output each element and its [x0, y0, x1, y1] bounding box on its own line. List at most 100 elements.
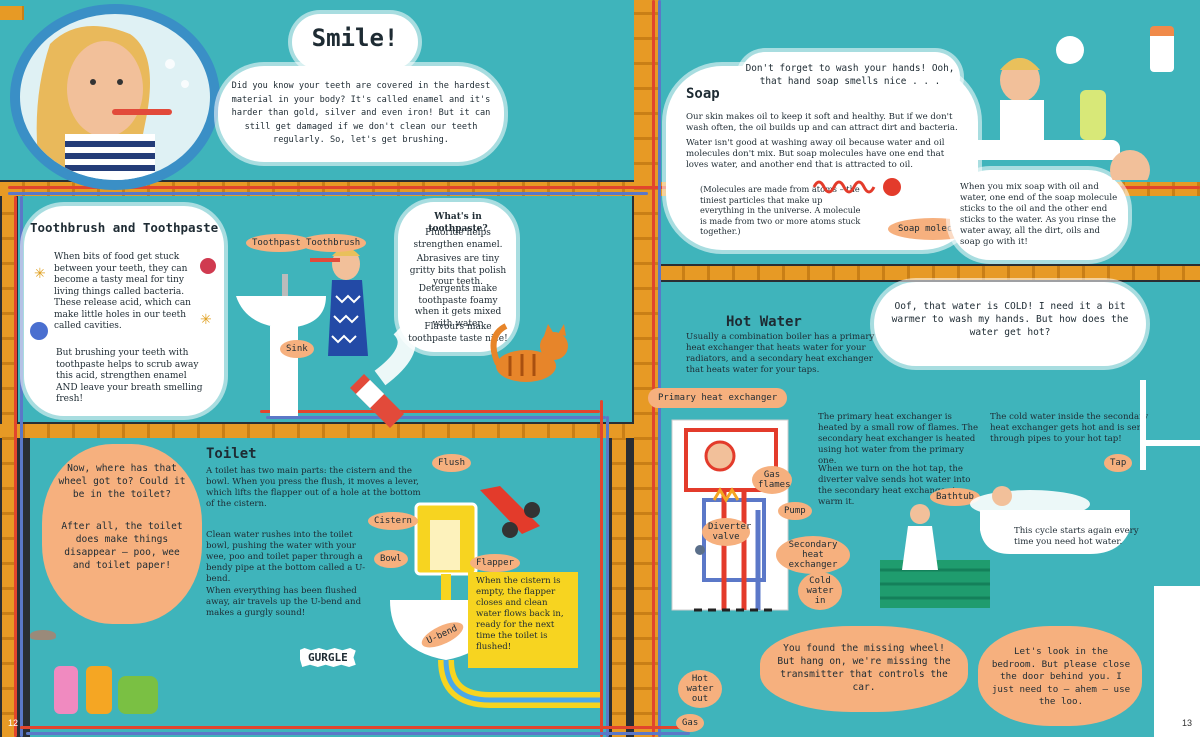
- pipe: [0, 6, 24, 20]
- hotwater-p1: The primary heat exchanger is heated by …: [818, 412, 979, 466]
- toilet-p1: A toilet has two main parts: the cistern…: [206, 466, 421, 509]
- soap-bottle-icon: [1150, 26, 1174, 72]
- toothpaste-cloud: [398, 202, 516, 352]
- label-hot-water-out: Hot water out: [678, 670, 722, 708]
- cat-illustration: [490, 323, 568, 382]
- mouse-icon: [30, 630, 56, 640]
- label-pump: Pump: [778, 502, 812, 520]
- found-wheel-bubble: [760, 626, 968, 712]
- toilet-title: Toilet: [206, 446, 257, 462]
- cold-wire: [658, 0, 661, 737]
- label-flapper: Flapper: [470, 554, 520, 572]
- toilet-speech-2: After all, the toilet does make things d…: [61, 521, 183, 571]
- soap-molecule-icon: [812, 178, 901, 196]
- toothpaste-detergents: Detergents make toothpaste foamy when it…: [414, 284, 502, 329]
- soap-title: Soap: [686, 86, 720, 102]
- boy-at-sink-illustration: [236, 248, 368, 416]
- label-tap: Tap: [1104, 454, 1133, 472]
- soap-p1: Our skin makes oil to keep it soft and h…: [686, 112, 958, 133]
- label-bowl: Bowl: [374, 550, 408, 568]
- label-secondary-heat-exchanger: Secondary heat exchanger: [776, 536, 850, 574]
- toothpaste-fluoride: Fluoride helps strengthen enamel.: [413, 228, 503, 250]
- label-flush: Flush: [432, 454, 472, 472]
- label-gas-flames: Gas flames: [752, 466, 792, 494]
- toilet-p3: When everything has been flushed away, a…: [206, 586, 362, 618]
- pipe: [660, 266, 1200, 280]
- soap-speech: Don't forget to wash your hands! Ooh, th…: [745, 63, 955, 87]
- toothbrush-cloud: [24, 206, 224, 416]
- toothbrush-p2: But brushing your teeth with toothpaste …: [56, 348, 203, 404]
- hot-wire: [652, 0, 655, 737]
- hotwater-intro: Usually a combination boiler has a prima…: [686, 332, 875, 375]
- soap-mix: When you mix soap with oil and water, on…: [960, 182, 1118, 247]
- bacteria-icon: [30, 322, 48, 340]
- pipe: [634, 0, 648, 737]
- toothpaste-heading: What's in toothpaste?: [428, 212, 488, 234]
- bacteria-icon: ✳: [200, 312, 212, 328]
- boiler-illustration: [671, 419, 789, 612]
- label-bathtub: Bathtub: [930, 488, 980, 506]
- bacteria-icon: [200, 258, 216, 274]
- hot-wire: [600, 400, 603, 737]
- label-toothpaste: Toothpaste: [246, 234, 313, 252]
- page-number-left: 12: [8, 718, 19, 728]
- soap-speech-cloud: [740, 52, 960, 102]
- bedroom-text: Let's look in the bedroom. But please cl…: [991, 646, 1131, 707]
- hot-wire: [14, 196, 17, 737]
- pipe: [612, 438, 626, 737]
- page-number-right: 13: [1182, 718, 1193, 728]
- girl-brushing-illustration: [36, 26, 189, 180]
- toothpaste-flavours: Flavours make toothpaste taste nice!: [408, 322, 508, 344]
- hot-wire: [8, 186, 1200, 189]
- hot-wire: [20, 726, 690, 729]
- hotwater-p2: When we turn on the hot tap, the diverte…: [818, 464, 971, 507]
- shower-pipe: [1140, 380, 1146, 470]
- toothbrush-title: Toothbrush and Toothpaste: [30, 220, 219, 235]
- flapper-text: When the cistern is empty, the flapper c…: [476, 576, 564, 652]
- smile-body: Did you know your teeth are covered in t…: [231, 81, 491, 145]
- toilet-speech-1: Now, where has that wheel got to? Could …: [58, 463, 186, 500]
- found-wheel-text: You found the missing wheel! But hang on…: [777, 643, 951, 693]
- label-toothbrush: Toothbrush: [300, 234, 367, 252]
- toilet-speech-bubble: [42, 444, 202, 624]
- label-diverter-valve: Diverter valve: [702, 518, 751, 546]
- label-cistern: Cistern: [368, 512, 418, 530]
- bottle-icon: [118, 676, 158, 714]
- toilet-p2: Clean water rushes into the toilet bowl,…: [206, 530, 366, 584]
- label-sink: Sink: [280, 340, 314, 358]
- soap-p2: Water isn't good at washing away oil bec…: [686, 138, 945, 170]
- hot-wire: [260, 410, 600, 413]
- mirror-portrait: [10, 4, 220, 190]
- cold-wire: [606, 416, 609, 737]
- bacteria-icon: ✳: [34, 266, 46, 282]
- boy-washing-hands-illustration: [970, 36, 1150, 180]
- cold-wire: [8, 192, 648, 195]
- bedroom-bubble: [978, 626, 1142, 726]
- label-gas: Gas: [676, 714, 705, 732]
- label-primary-heat-exchanger: Primary heat exchanger: [648, 388, 788, 408]
- bottle-icon: [54, 666, 78, 714]
- bottle-icon: [86, 666, 112, 714]
- hotwater-speech: Oof, that water is COLD! I need it a bit…: [891, 301, 1129, 338]
- cold-wire: [20, 196, 23, 737]
- hotwater-p3: The cold water inside the secondary heat…: [990, 412, 1149, 444]
- soap-mix-cloud: [950, 170, 1128, 260]
- bathroom-illustration: [880, 486, 1130, 608]
- soap-note: (Molecules are made from atoms – the tin…: [700, 184, 861, 236]
- smile-title-cloud: [292, 14, 418, 70]
- flapper-panel: [468, 572, 578, 668]
- hotwater-title: Hot Water: [726, 314, 802, 330]
- shower-pipe: [1140, 440, 1200, 446]
- smile-title: Smile!: [311, 24, 399, 52]
- hotwater-cycle: This cycle starts again every time you n…: [1014, 526, 1139, 547]
- pipe: [2, 196, 16, 737]
- door-frame: [1154, 586, 1200, 737]
- cold-wire: [26, 732, 690, 735]
- toothpaste-abrasives: Abrasives are tiny gritty bits that poli…: [409, 254, 507, 287]
- cold-wire: [266, 416, 606, 419]
- label-cold-water-in: Cold water in: [798, 572, 842, 610]
- gurgle-sound: GURGLE: [300, 648, 356, 667]
- smile-cloud: [218, 66, 504, 162]
- toothbrush-p1: When bits of food get stuck between your…: [54, 252, 191, 331]
